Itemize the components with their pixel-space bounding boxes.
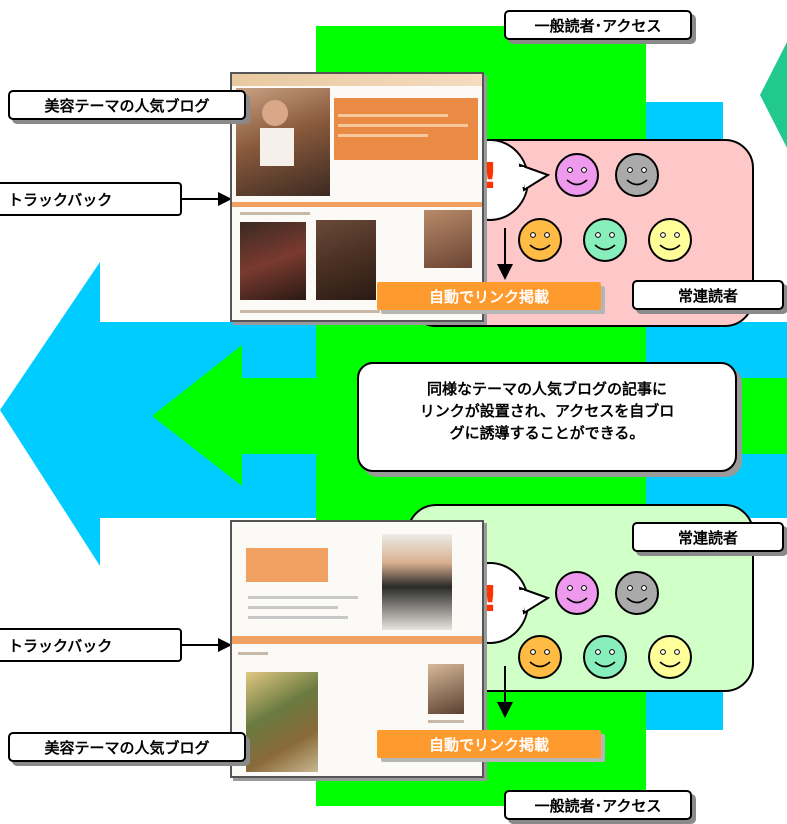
right-arrow-icon — [182, 192, 232, 206]
blog-photo — [246, 672, 318, 772]
auto-link-label-bottom: 自動でリンク掲載 — [377, 730, 601, 758]
trackback-label-bottom: トラックバック — [0, 628, 182, 662]
smiley-face-icon — [648, 635, 692, 679]
down-arrow-icon — [497, 666, 513, 718]
popular-blog-label-bottom: 美容テーマの人気ブログ — [8, 732, 246, 762]
blog-photo — [428, 664, 464, 714]
popular-blog-screenshot-top — [230, 72, 484, 322]
exclamation-mark-bottom: ! — [481, 579, 499, 620]
smiley-face-icon — [555, 153, 599, 197]
regular-readers-label-top: 常連読者 — [632, 280, 784, 310]
general-access-label-top: 一般読者･アクセス — [504, 10, 692, 40]
down-arrow-icon — [497, 228, 513, 280]
callout-line-2: リンクが設置され、アクセスを自ブロ — [419, 402, 675, 420]
blog-photo — [424, 210, 472, 268]
trackback-label-top: トラックバック — [0, 182, 182, 216]
blog-photo — [316, 220, 376, 300]
exclamation-mark-top: ! — [481, 156, 499, 197]
callout-line-1: 同様なテーマの人気ブログの記事に — [426, 380, 667, 398]
callout-line-3: グに誘導することができる。 — [449, 424, 645, 442]
regular-readers-label-bottom: 常連読者 — [632, 522, 784, 552]
smiley-face-icon — [518, 635, 562, 679]
smiley-face-icon — [583, 635, 627, 679]
popular-blog-label-top: 美容テーマの人気ブログ — [8, 90, 246, 120]
blog-header-banner — [246, 548, 328, 582]
teal-arrow-tip — [760, 42, 787, 148]
blog-photo — [382, 534, 452, 630]
smiley-face-icon — [518, 218, 562, 262]
smiley-face-icon — [648, 218, 692, 262]
auto-link-label-top: 自動でリンク掲載 — [377, 282, 601, 310]
smiley-face-icon — [555, 571, 599, 615]
right-arrow-icon — [182, 638, 232, 652]
smiley-face-icon — [615, 153, 659, 197]
smiley-face-icon — [583, 218, 627, 262]
blog-header-banner — [334, 98, 478, 160]
explanation-callout: 同様なテーマの人気ブログの記事に リンクが設置され、アクセスを自ブロ グに誘導す… — [357, 362, 737, 472]
general-access-label-bottom: 一般読者･アクセス — [504, 790, 692, 820]
smiley-face-icon — [615, 571, 659, 615]
blog-photo — [240, 222, 306, 300]
